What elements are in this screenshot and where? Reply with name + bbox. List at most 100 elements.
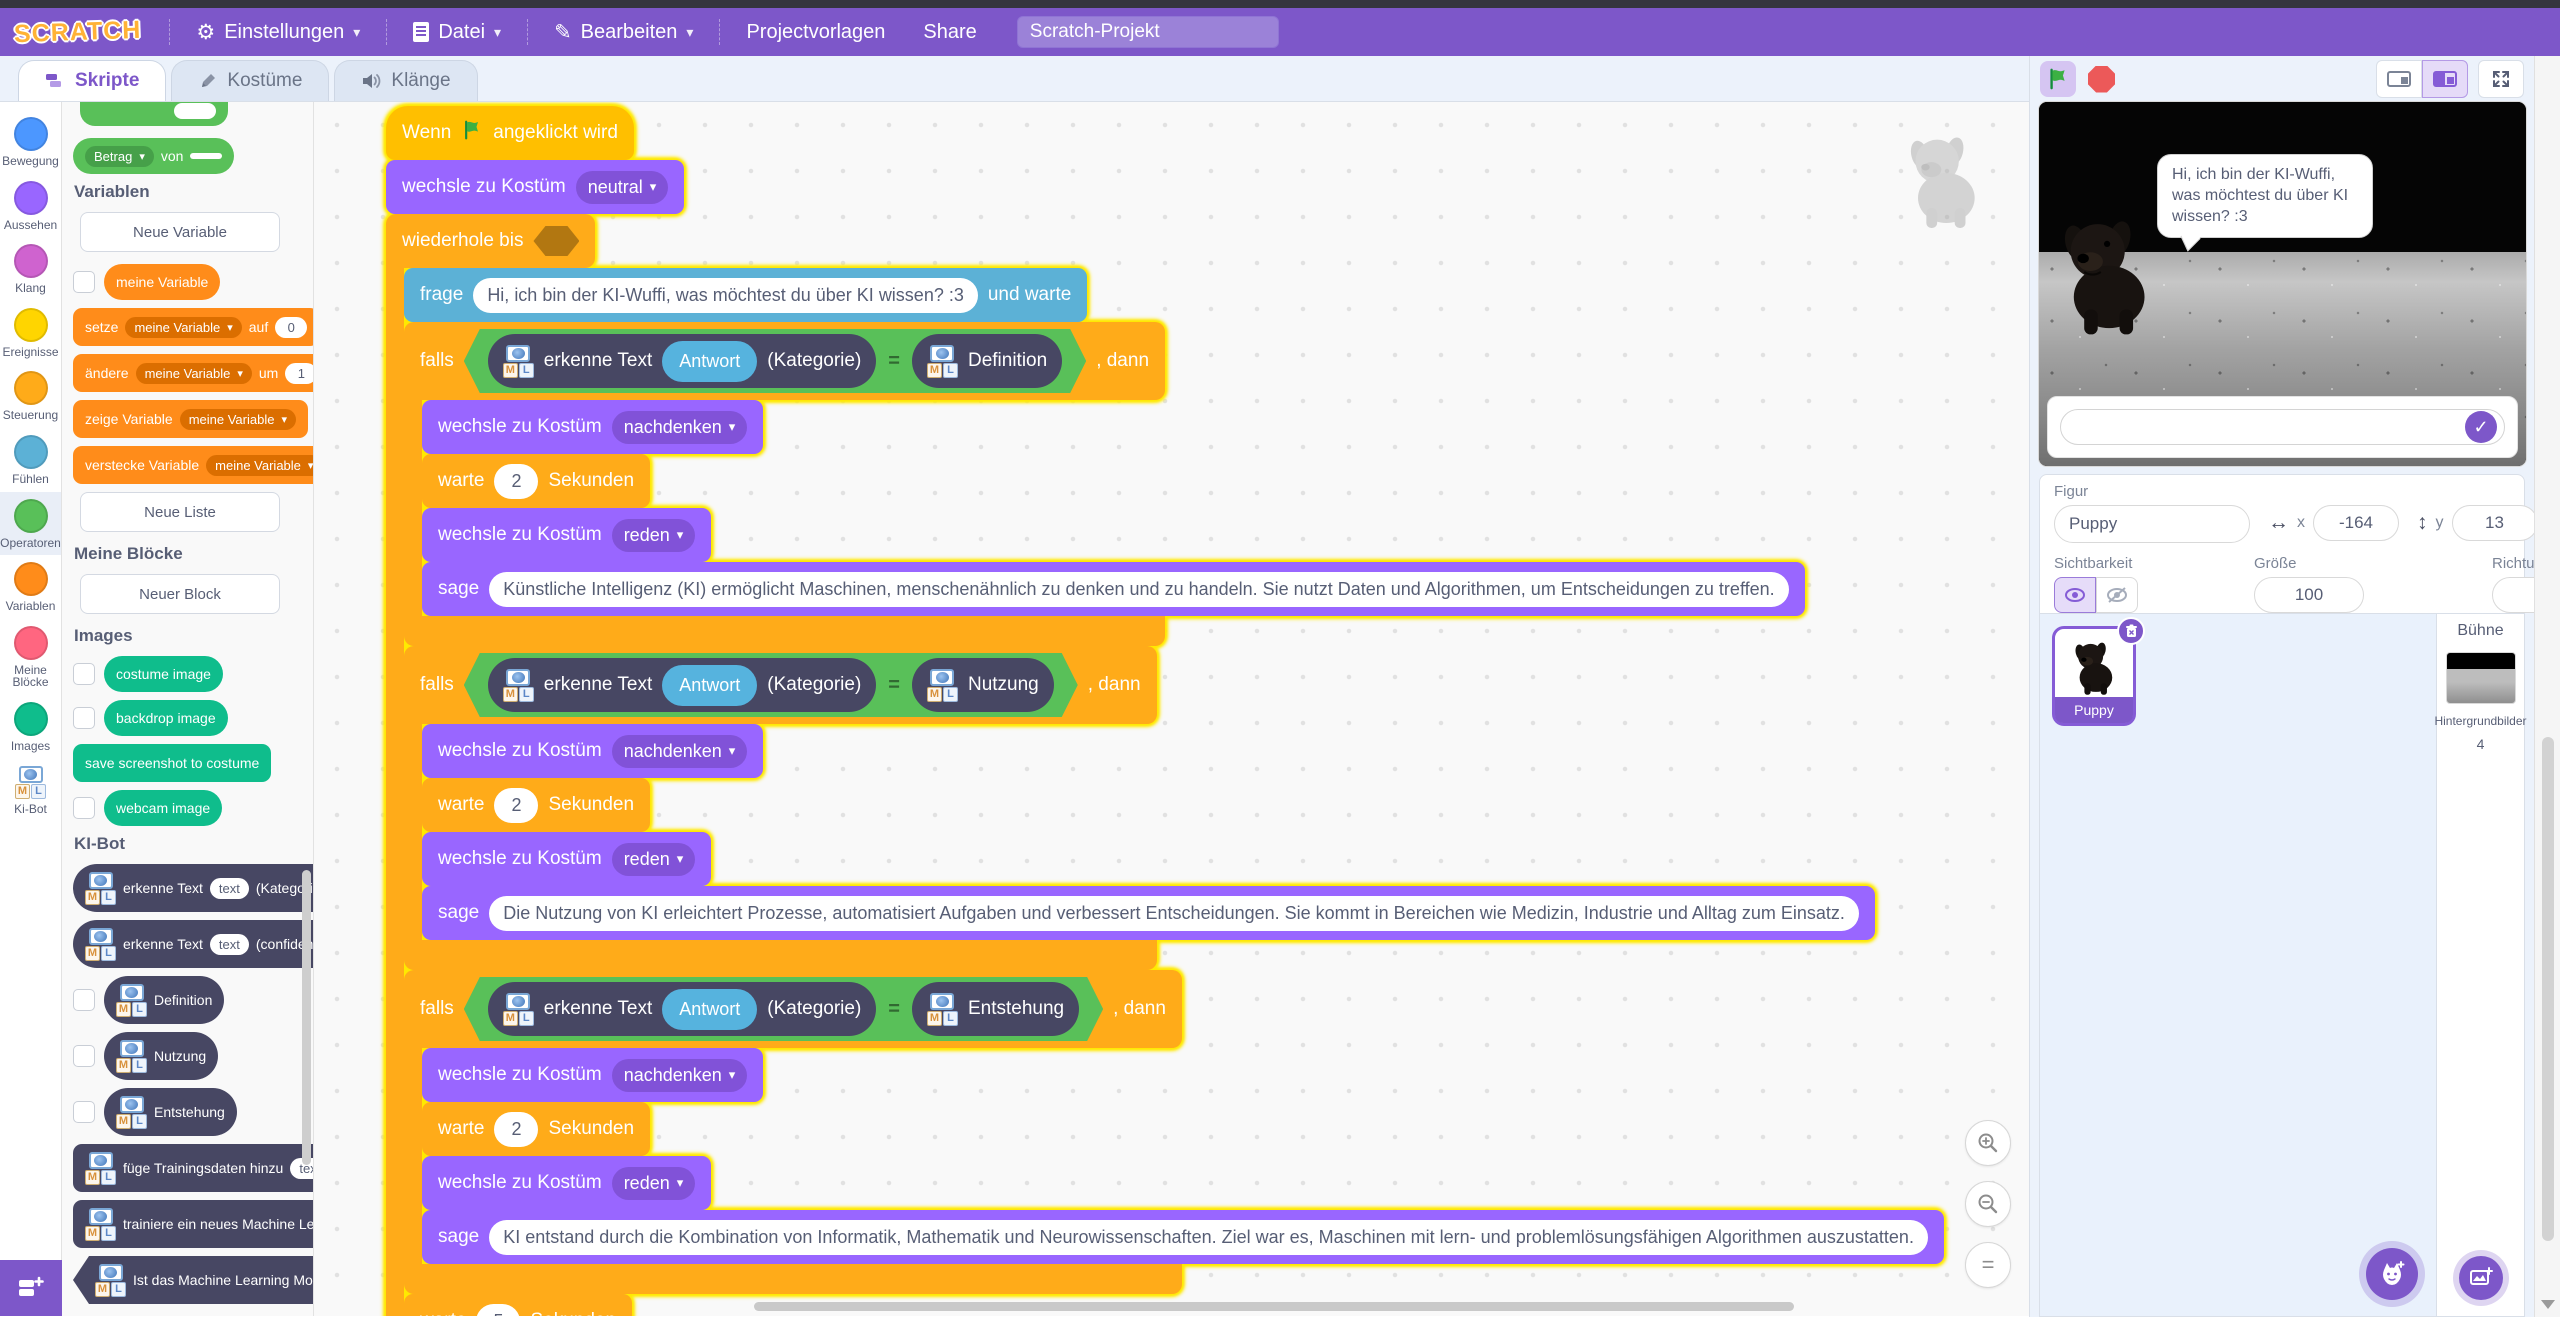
- block-input[interactable]: 2: [494, 1111, 539, 1147]
- monitor-checkbox[interactable]: [73, 989, 95, 1011]
- add-extension-button[interactable]: [0, 1260, 62, 1316]
- monitor-checkbox[interactable]: [73, 1101, 95, 1123]
- block-input[interactable]: 2: [494, 463, 539, 499]
- tab-skripte[interactable]: Skripte: [18, 60, 167, 101]
- ask-input[interactable]: [2060, 409, 2505, 445]
- block-input[interactable]: KI entstand durch die Kombination von In…: [489, 1219, 1928, 1255]
- block-dropdown[interactable]: meine Variable▾: [125, 316, 242, 338]
- category-bewegung[interactable]: Bewegung: [0, 110, 61, 174]
- category-ereignisse[interactable]: Ereignisse: [0, 301, 61, 365]
- block-input[interactable]: Die Nutzung von KI erleichtert Prozesse,…: [489, 895, 1859, 931]
- scratch-logo[interactable]: SCRATCH: [13, 15, 142, 48]
- category-meine-bl-cke[interactable]: Meine Blöcke: [0, 619, 61, 695]
- tab-kostueme[interactable]: Kostüme: [171, 60, 330, 101]
- sprite-size-input[interactable]: 100: [2254, 577, 2364, 613]
- zoom-in-button[interactable]: [1965, 1120, 2011, 1166]
- delete-sprite-button[interactable]: [2117, 617, 2145, 645]
- category-aussehen[interactable]: Aussehen: [0, 174, 61, 238]
- add-sprite-button[interactable]: [2366, 1248, 2418, 1300]
- block-dropdown[interactable]: Betrag▾: [85, 145, 154, 167]
- sprite-x-input[interactable]: -164: [2313, 505, 2399, 541]
- menu-project-templates[interactable]: Projectvorlagen: [730, 8, 901, 56]
- block-input[interactable]: 2: [494, 787, 539, 823]
- block-dropdown[interactable]: meine Variable▾: [135, 362, 252, 384]
- menu-file[interactable]: Datei ▾: [397, 8, 517, 56]
- monitor-checkbox[interactable]: [73, 1045, 95, 1067]
- block-input[interactable]: [190, 153, 223, 159]
- new-list-button[interactable]: Neue Liste: [80, 492, 280, 532]
- c-block-header[interactable]: wiederhole bis: [386, 214, 596, 268]
- category-klang[interactable]: Klang: [0, 237, 61, 301]
- variable-reporter[interactable]: Antwort: [662, 341, 757, 382]
- boolean-slot[interactable]: [533, 226, 579, 256]
- variable-reporter[interactable]: Antwort: [662, 989, 757, 1030]
- variable-reporter-block[interactable]: meine Variable: [104, 264, 221, 300]
- stage-selector-panel[interactable]: Bühne Hintergrundbilder 4: [2434, 614, 2527, 1317]
- fullscreen-button[interactable]: [2478, 60, 2524, 98]
- block-input[interactable]: text: [209, 933, 249, 955]
- add-backdrop-button[interactable]: [2458, 1256, 2503, 1300]
- hide-sprite-button[interactable]: [2096, 577, 2138, 613]
- stop-button[interactable]: [2088, 65, 2115, 93]
- menu-share[interactable]: Share: [907, 8, 992, 56]
- block-dropdown[interactable]: nachdenken▾: [611, 410, 748, 444]
- green-flag-button[interactable]: [2040, 61, 2076, 97]
- large-stage-button[interactable]: [2422, 60, 2468, 98]
- sprite-card-puppy[interactable]: Puppy: [2052, 617, 2145, 726]
- wait-5-seconds[interactable]: warte5Sekunden: [404, 1294, 633, 1316]
- monitor-checkbox[interactable]: [73, 271, 95, 293]
- puppy-sprite[interactable]: [2053, 206, 2157, 343]
- save-screenshot-block[interactable]: save screenshot to costume: [73, 744, 272, 782]
- zoom-out-button[interactable]: [1965, 1181, 2011, 1227]
- menu-settings[interactable]: ⚙ Einstellungen ▾: [180, 8, 376, 56]
- new-block-button[interactable]: Neuer Block: [80, 574, 280, 614]
- block-dropdown[interactable]: meine Variable▾: [206, 454, 313, 476]
- show-sprite-button[interactable]: [2054, 577, 2096, 613]
- block-dropdown[interactable]: nachdenken▾: [611, 1058, 748, 1092]
- backdrop-thumbnail[interactable]: [2445, 652, 2516, 704]
- category-steuerung[interactable]: Steuerung: [0, 364, 61, 428]
- category-operatoren[interactable]: Operatoren: [0, 491, 61, 556]
- block-dropdown[interactable]: nachdenken▾: [611, 734, 748, 768]
- menu-edit[interactable]: ✎ Bearbeiten ▾: [538, 8, 709, 56]
- category-images[interactable]: Images: [0, 695, 61, 759]
- category-variablen[interactable]: Variablen: [0, 555, 61, 619]
- palette-scrollbar[interactable]: [302, 870, 311, 1165]
- project-name-input[interactable]: [1016, 16, 1279, 48]
- costume-image-block[interactable]: costume image: [104, 656, 223, 692]
- new-variable-button[interactable]: Neue Variable: [80, 212, 280, 252]
- block-input[interactable]: Hi, ich bin der KI-Wuffi, was möchtest d…: [473, 277, 978, 313]
